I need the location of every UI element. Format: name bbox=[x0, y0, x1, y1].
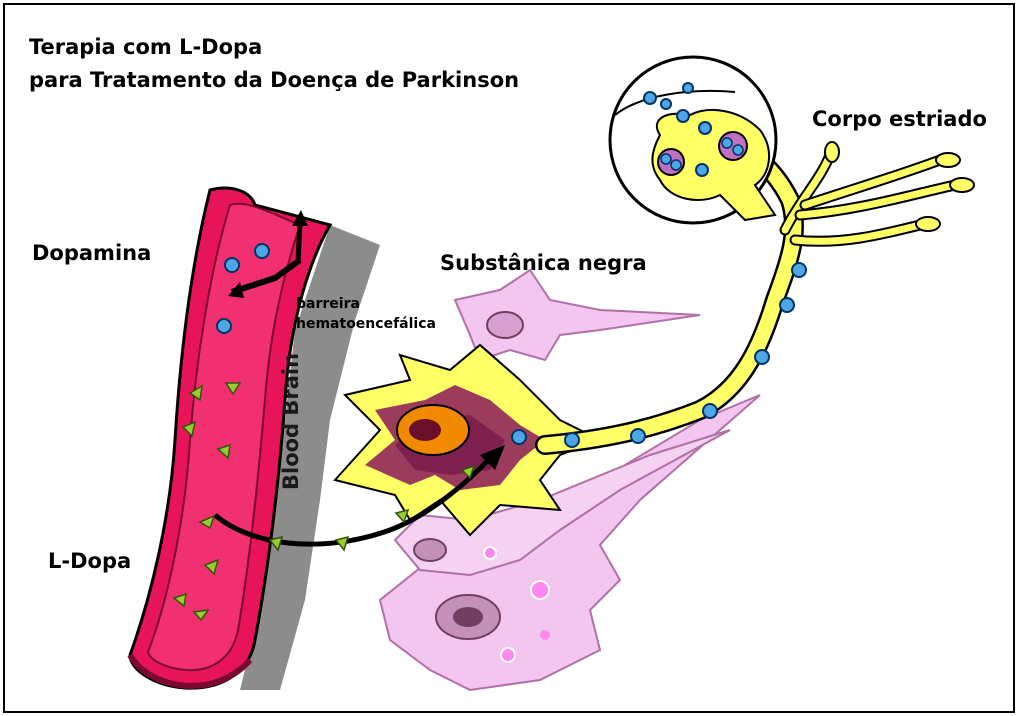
pink-nucleus-mid bbox=[414, 539, 446, 561]
dopamine-dot bbox=[792, 263, 806, 277]
pink-vesicle bbox=[484, 547, 496, 559]
terminal-bulb bbox=[916, 217, 940, 231]
dopamine-dot bbox=[780, 298, 794, 312]
diagram-title-line2: para Tratamento da Doença de Parkinson bbox=[29, 68, 519, 92]
neuron-nucleolus bbox=[409, 419, 441, 441]
dopamine-dot bbox=[225, 258, 239, 272]
dopamine-dot bbox=[631, 429, 645, 443]
pink-vesicle bbox=[540, 630, 550, 640]
dopamine-dot bbox=[733, 145, 743, 155]
label-corpo-estriado: Corpo estriado bbox=[812, 107, 987, 131]
dopamine-dot bbox=[699, 122, 711, 134]
terminal-bulb bbox=[825, 142, 839, 162]
label-dopamina: Dopamina bbox=[32, 241, 151, 265]
dopamine-dot bbox=[755, 350, 769, 364]
dopamine-dot bbox=[671, 160, 681, 170]
dopamine-dot bbox=[217, 319, 231, 333]
dopamine-dot bbox=[722, 138, 732, 148]
dopamine-dot bbox=[677, 110, 689, 122]
dopamine-dot bbox=[696, 164, 708, 176]
terminal-bulb bbox=[950, 178, 974, 192]
dopamine-dot bbox=[661, 154, 671, 164]
dopamine-dot bbox=[644, 92, 656, 104]
pink-nucleus-lower-inner bbox=[453, 607, 483, 627]
diagram-title-line1: Terapia com L-Dopa bbox=[29, 35, 262, 59]
label-barreira: barreira bbox=[296, 296, 360, 312]
terminal-bulb bbox=[936, 153, 960, 167]
label-l-dopa: L-Dopa bbox=[48, 549, 131, 573]
dopamine-dot bbox=[512, 430, 526, 444]
dopamine-dot bbox=[565, 433, 579, 447]
dopamine-dot bbox=[683, 83, 693, 93]
dopamine-dot bbox=[703, 404, 717, 418]
synapse-magnified bbox=[610, 57, 776, 223]
pink-nucleus-top bbox=[487, 312, 523, 338]
dopamine-dot bbox=[255, 244, 269, 258]
dopamine-dot bbox=[661, 99, 671, 109]
pink-vesicle bbox=[531, 581, 549, 599]
label-hematoencefalica: hematoencefálica bbox=[296, 316, 436, 332]
up-arrow bbox=[298, 222, 300, 262]
label-substancia-negra: Substânica negra bbox=[440, 251, 647, 275]
pink-vesicle bbox=[501, 648, 515, 662]
label-blood-brain: Blood Brain bbox=[279, 353, 303, 490]
